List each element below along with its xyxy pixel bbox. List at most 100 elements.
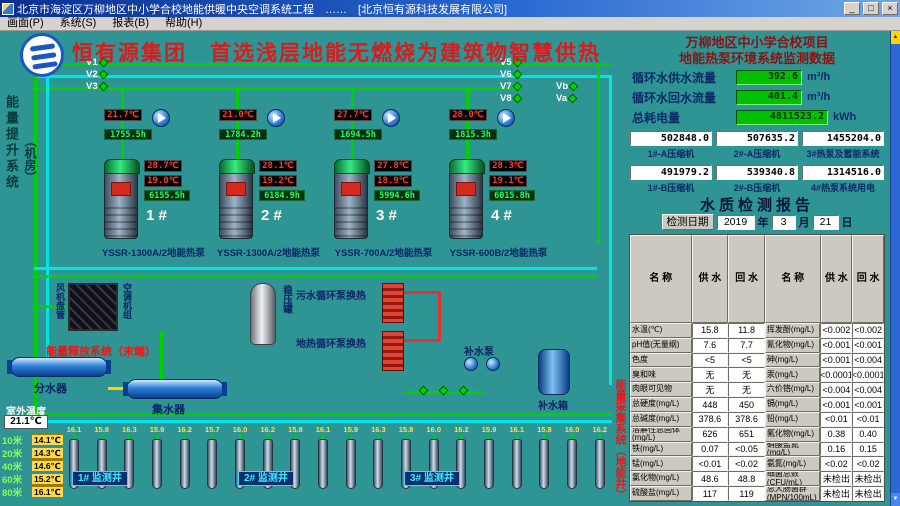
param-name-cell: 肉眼可见物 xyxy=(630,382,692,398)
supply-value-cell: 448 xyxy=(691,397,729,412)
pipe-segment xyxy=(121,87,124,159)
well-pipe-icon xyxy=(211,434,214,439)
menu-item[interactable]: 系统(S) xyxy=(59,17,97,29)
depth-label: 20米 xyxy=(2,448,23,460)
param-name-cell: 臭和味 xyxy=(630,367,692,383)
well-pipe-icon xyxy=(515,434,518,439)
well-pipe-icon xyxy=(377,434,380,439)
heat-exchanger-icon xyxy=(382,331,404,371)
day-field[interactable]: 21 xyxy=(812,214,839,230)
supply-value-cell: <0.002 xyxy=(820,323,853,338)
return-value-cell: <0.02 xyxy=(728,456,765,472)
supply-value-cell: 7.6 xyxy=(691,337,729,353)
param-name-cell: 汞(mg/L) xyxy=(764,367,821,383)
param-name-cell: 铅(mg/L) xyxy=(764,411,821,427)
minimize-button[interactable]: _ xyxy=(844,2,860,15)
pipe-segment xyxy=(46,75,49,370)
unit-number: 1 # xyxy=(146,207,167,224)
valve-icon[interactable] xyxy=(567,93,578,104)
unit-model-label: YSSR-700A/2地能热泵 xyxy=(334,248,433,259)
well: 16.1 xyxy=(66,425,82,489)
heat-pump-icon[interactable] xyxy=(449,159,485,239)
unit-badge-icon xyxy=(226,182,246,196)
menu-item[interactable]: 报表(B) xyxy=(112,17,150,29)
scroll-up-arrow[interactable]: ▲ xyxy=(891,31,900,44)
flow-value-display: 4811523.2 xyxy=(736,109,828,125)
depth-temp-row: 60米 15.2℃ xyxy=(2,472,64,486)
param-name-cell: 总碱度(mg/L) xyxy=(630,411,692,427)
flow-label: 循环水回水流量 xyxy=(632,90,717,105)
param-name-cell: 氟化物(mg/L) xyxy=(764,426,821,442)
depth-temp-row: 10米 14.1℃ xyxy=(2,433,64,447)
table-row: pH值(无量纲) 7.6 7.7 氰化物(mg/L) <0.001 <0.001 xyxy=(630,337,884,353)
param-name-cell: 氨氮(mg/L) xyxy=(764,456,821,472)
return-value-cell: 48.8 xyxy=(728,471,765,487)
well-tube-icon xyxy=(179,439,190,489)
valve-icon[interactable] xyxy=(568,81,579,92)
close-button[interactable]: × xyxy=(882,2,898,15)
table-row: 总硬度(mg/L) 448 450 镉(mg/L) <0.001 <0.001 xyxy=(630,397,884,412)
pump-icon[interactable] xyxy=(267,109,285,127)
vertical-scrollbar[interactable]: ▲ ▼ xyxy=(890,31,900,506)
heat-pump-icon[interactable] xyxy=(104,159,140,239)
heat-pump-icon[interactable] xyxy=(334,159,370,239)
param-name-cell: 挥发酚(mg/L) xyxy=(764,323,821,338)
well-tube-icon xyxy=(207,439,218,489)
pump-icon[interactable] xyxy=(152,109,170,127)
well-tube-icon xyxy=(345,439,356,489)
monitor-well-label: 1# 监测井 xyxy=(72,471,128,486)
valve-label: V5 xyxy=(500,57,512,68)
column-header: 回 水 xyxy=(728,235,765,323)
valve-icon[interactable] xyxy=(98,69,109,80)
param-name-cell: 硝酸盐氮(mg/L) xyxy=(764,441,821,457)
circulation-pump-unit: 21.7℃ 1755.5h xyxy=(96,105,211,153)
param-name-cell: 色度 xyxy=(630,352,692,368)
return-value-cell: 119 xyxy=(728,486,765,501)
maximize-button[interactable]: □ xyxy=(863,2,879,15)
pump-icon[interactable] xyxy=(464,357,478,371)
well: 16.3 xyxy=(370,425,386,489)
unit-hours-display: 6184.9h xyxy=(259,190,305,201)
scroll-down-arrow[interactable]: ▼ xyxy=(891,493,900,506)
return-value-cell: 11.8 xyxy=(728,323,765,338)
month-field[interactable]: 3 xyxy=(771,214,796,230)
param-name-cell: 铁(mg/L) xyxy=(630,441,692,457)
supply-value-cell: 0.16 xyxy=(820,441,853,457)
year-field[interactable]: 2019 xyxy=(716,214,755,230)
well: 15.8 xyxy=(398,425,414,489)
meter-label: 1#-B压缩机 xyxy=(647,183,695,193)
circulation-pump-unit: 27.7℃ 1694.5h xyxy=(326,105,441,153)
well-temp-label: 15.8 xyxy=(398,425,414,434)
monitor-well-label: 2# 监测井 xyxy=(238,471,294,486)
well-pipe-icon xyxy=(460,434,463,439)
valve-icon[interactable] xyxy=(98,81,109,92)
menu-item[interactable]: 帮助(H) xyxy=(165,17,203,29)
return-value-cell: 450 xyxy=(728,397,765,412)
heat-pump-icon[interactable] xyxy=(219,159,255,239)
pump-icon[interactable] xyxy=(486,357,500,371)
well-pipe-icon xyxy=(266,434,269,439)
valve-icon[interactable] xyxy=(512,81,523,92)
valve-icon[interactable] xyxy=(512,69,523,80)
param-name-cell: 细菌总数(CFU/mL) xyxy=(764,471,821,487)
pipe-segment xyxy=(34,305,68,308)
well: 16.2 xyxy=(177,425,193,489)
pump-icon[interactable] xyxy=(497,109,515,127)
param-name-cell: pH值(无量纲) xyxy=(630,337,692,353)
pump-icon[interactable] xyxy=(382,109,400,127)
flow-unit: kWh xyxy=(833,111,857,123)
menu-item[interactable]: 画面(P) xyxy=(7,17,44,29)
valve-icon[interactable] xyxy=(512,93,523,104)
collection-system-label: 能量采集系统（地能井） xyxy=(614,379,626,500)
well-temp-label: 15.9 xyxy=(149,425,165,434)
well-temp-label: 16.2 xyxy=(177,425,192,434)
well-temp-label: 16.1 xyxy=(66,425,82,434)
pipe-segment xyxy=(34,87,516,90)
table-row: 锰(mg/L) <0.01 <0.02 氨氮(mg/L) <0.02 <0.02 xyxy=(630,456,884,472)
well-temp-label: 15.8 xyxy=(537,425,552,434)
makeup-tank-label: 补水箱 xyxy=(538,401,568,412)
well-pipe-icon xyxy=(183,434,186,439)
pipe-segment xyxy=(34,267,597,270)
circulation-pump-unit: 21.0℃ 1784.2h xyxy=(211,105,326,153)
valve-label: V7 xyxy=(500,81,512,92)
